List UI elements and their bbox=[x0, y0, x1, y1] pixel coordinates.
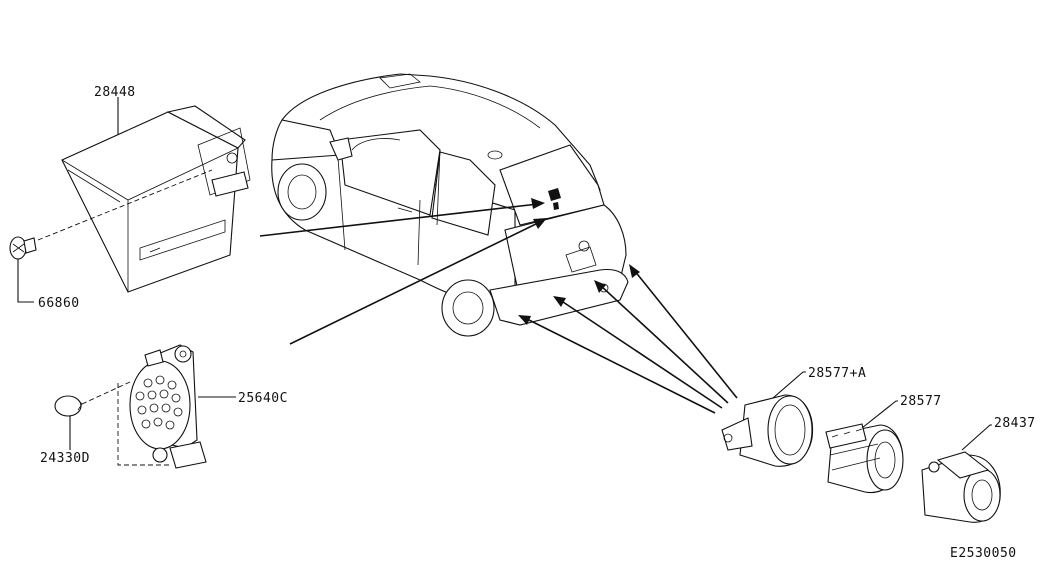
leader-arrows bbox=[259, 198, 738, 414]
label-25640C: 25640C bbox=[238, 391, 288, 406]
label-28437: 28437 bbox=[994, 416, 1036, 431]
label-28448: 28448 bbox=[94, 85, 136, 100]
part-labels: 28448 66860 25640C 24330D 28577+A 28577 … bbox=[38, 85, 1036, 561]
sensor-28437 bbox=[921, 424, 1001, 523]
control-unit-bolt-dashline bbox=[37, 169, 213, 241]
sensor-bracket-28577 bbox=[825, 400, 904, 494]
control-unit-28448 bbox=[61, 105, 251, 293]
sensor-bracket-28577a bbox=[721, 371, 814, 467]
vehicle-illustration bbox=[271, 73, 629, 337]
buzzer-25640C bbox=[129, 344, 236, 469]
label-28577a: 28577+A bbox=[808, 366, 866, 381]
label-24330D: 24330D bbox=[40, 451, 90, 466]
label-66860: 66860 bbox=[38, 296, 80, 311]
diagram-code: E2530050 bbox=[950, 546, 1017, 561]
clip-24330D bbox=[54, 381, 131, 450]
buzzer-dashline bbox=[117, 383, 172, 466]
label-28577: 28577 bbox=[900, 394, 942, 409]
bolt-66860 bbox=[9, 236, 37, 303]
